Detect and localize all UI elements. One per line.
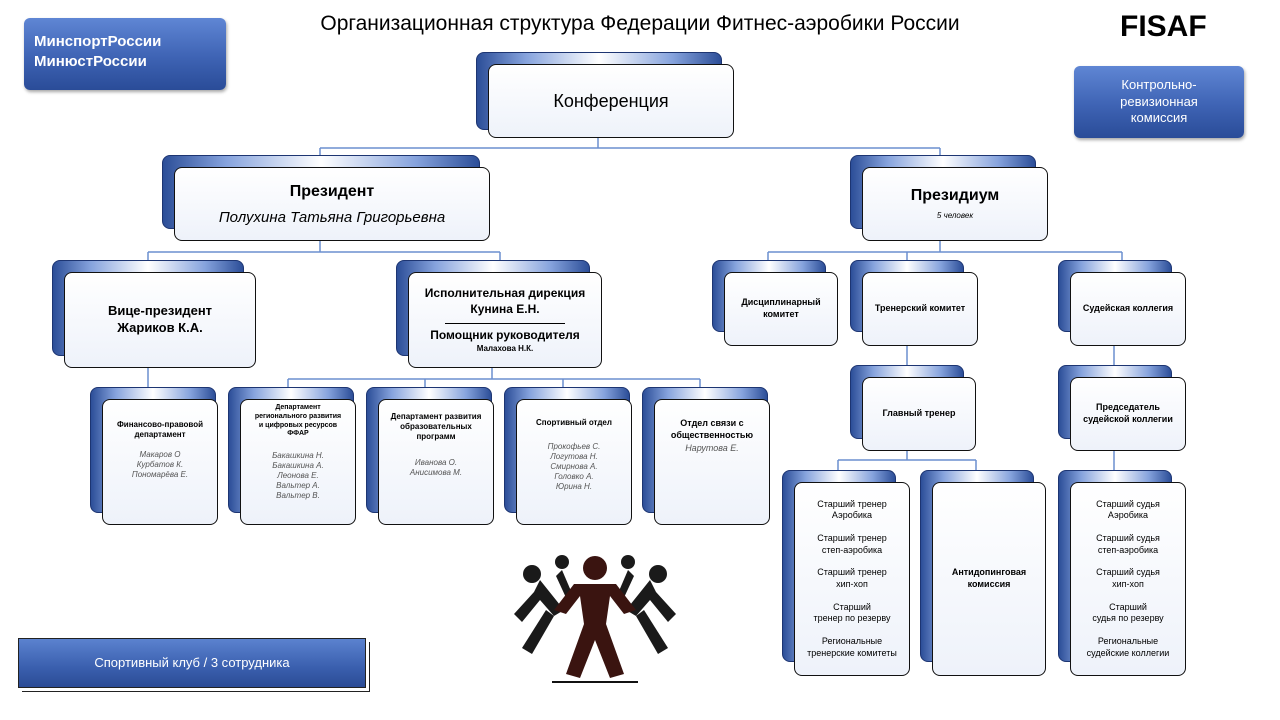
ministries-box: МинспортРоссии МинюстРоссии [24, 18, 226, 90]
control-commission-label: Контрольно- ревизионная комиссия [1120, 76, 1198, 126]
judges-chair-label: Председатель судейской коллегии [1083, 402, 1173, 424]
ministry-sport: МинспортРоссии [34, 33, 162, 50]
department-people: Иванова О. Анисимова М. [409, 458, 463, 477]
department-name: Департамент развития образовательных про… [390, 412, 482, 441]
department-name: Департамент регионального развития и циф… [254, 404, 342, 438]
fisaf-logo-text: FISAF [1120, 10, 1207, 43]
department-name: Спортивный отдел [536, 418, 612, 427]
senior-trainer-item: Старший тренер Аэробика [817, 498, 887, 521]
control-commission-box: Контрольно- ревизионная комиссия [1074, 66, 1244, 138]
disciplinary-label: Дисциплинарный комитет [741, 297, 821, 319]
department-people: Нарутова Е. [685, 443, 739, 454]
assistant-title: Помощник руководителя [430, 328, 580, 343]
senior-judge-item: Старший судья Аэробика [1096, 498, 1160, 521]
president-name: Полухина Татьяна Григорьевна [218, 208, 446, 226]
fisaf-figures-logo [514, 555, 676, 683]
presidium-title: Президиум [910, 187, 1000, 204]
department-people: Прокофьев С. Логутова Н. Смирнова А. Гол… [547, 442, 601, 491]
ministry-justice: МинюстРоссии [34, 53, 147, 71]
department-people: Бакашкина Н. Бакашкина А. Леонова Е. Вал… [272, 451, 324, 500]
conference-label: Конференция [553, 90, 669, 111]
judges-board-label: Судейская коллегия [1082, 303, 1174, 314]
president-title: Президент [289, 182, 375, 200]
department-people: Макаров О Курбатов К. Пономарёва Е. [131, 450, 189, 479]
exec-direction-title: Исполнительная дирекция Кунина Е.Н. [424, 286, 586, 316]
senior-judge-item: Старший судья хип-хоп [1096, 567, 1160, 589]
trainer-committee-label: Тренерский комитет [874, 303, 966, 314]
head-coach-label: Главный тренер [882, 408, 956, 419]
department-name: Отдел связи с общественностью [670, 418, 754, 440]
department-name: Финансово-правовой департамент [116, 420, 204, 439]
page-title: Организационная структура Федерации Фитн… [320, 12, 960, 35]
assistant-name: Малахова Н.К. [476, 343, 534, 353]
presidium-note: 5 человек [936, 211, 974, 220]
senior-judge-item: Старший судья степ-аэробика [1096, 532, 1160, 555]
senior-trainer-item: Старший тренер степ-аэробика [817, 532, 887, 555]
senior-trainer-item: Региональные тренерские комитеты [807, 636, 897, 658]
senior-trainer-item: Старший тренер по резерву [813, 601, 891, 624]
exec-separator [445, 323, 565, 325]
senior-judge-item: Старший судья по резерву [1092, 601, 1164, 624]
sports-club-box: Спортивный клуб / 3 сотрудника [18, 638, 366, 688]
senior-judge-item: Региональные судейские коллегии [1086, 636, 1170, 658]
vice-president-label: Вице-президент Жариков К.А. [107, 303, 213, 335]
antidoping-label: Антидопинговая комиссия [951, 567, 1027, 589]
sports-club-label: Спортивный клуб / 3 сотрудника [94, 654, 290, 670]
senior-trainer-item: Старший тренер хип-хоп [817, 567, 887, 589]
